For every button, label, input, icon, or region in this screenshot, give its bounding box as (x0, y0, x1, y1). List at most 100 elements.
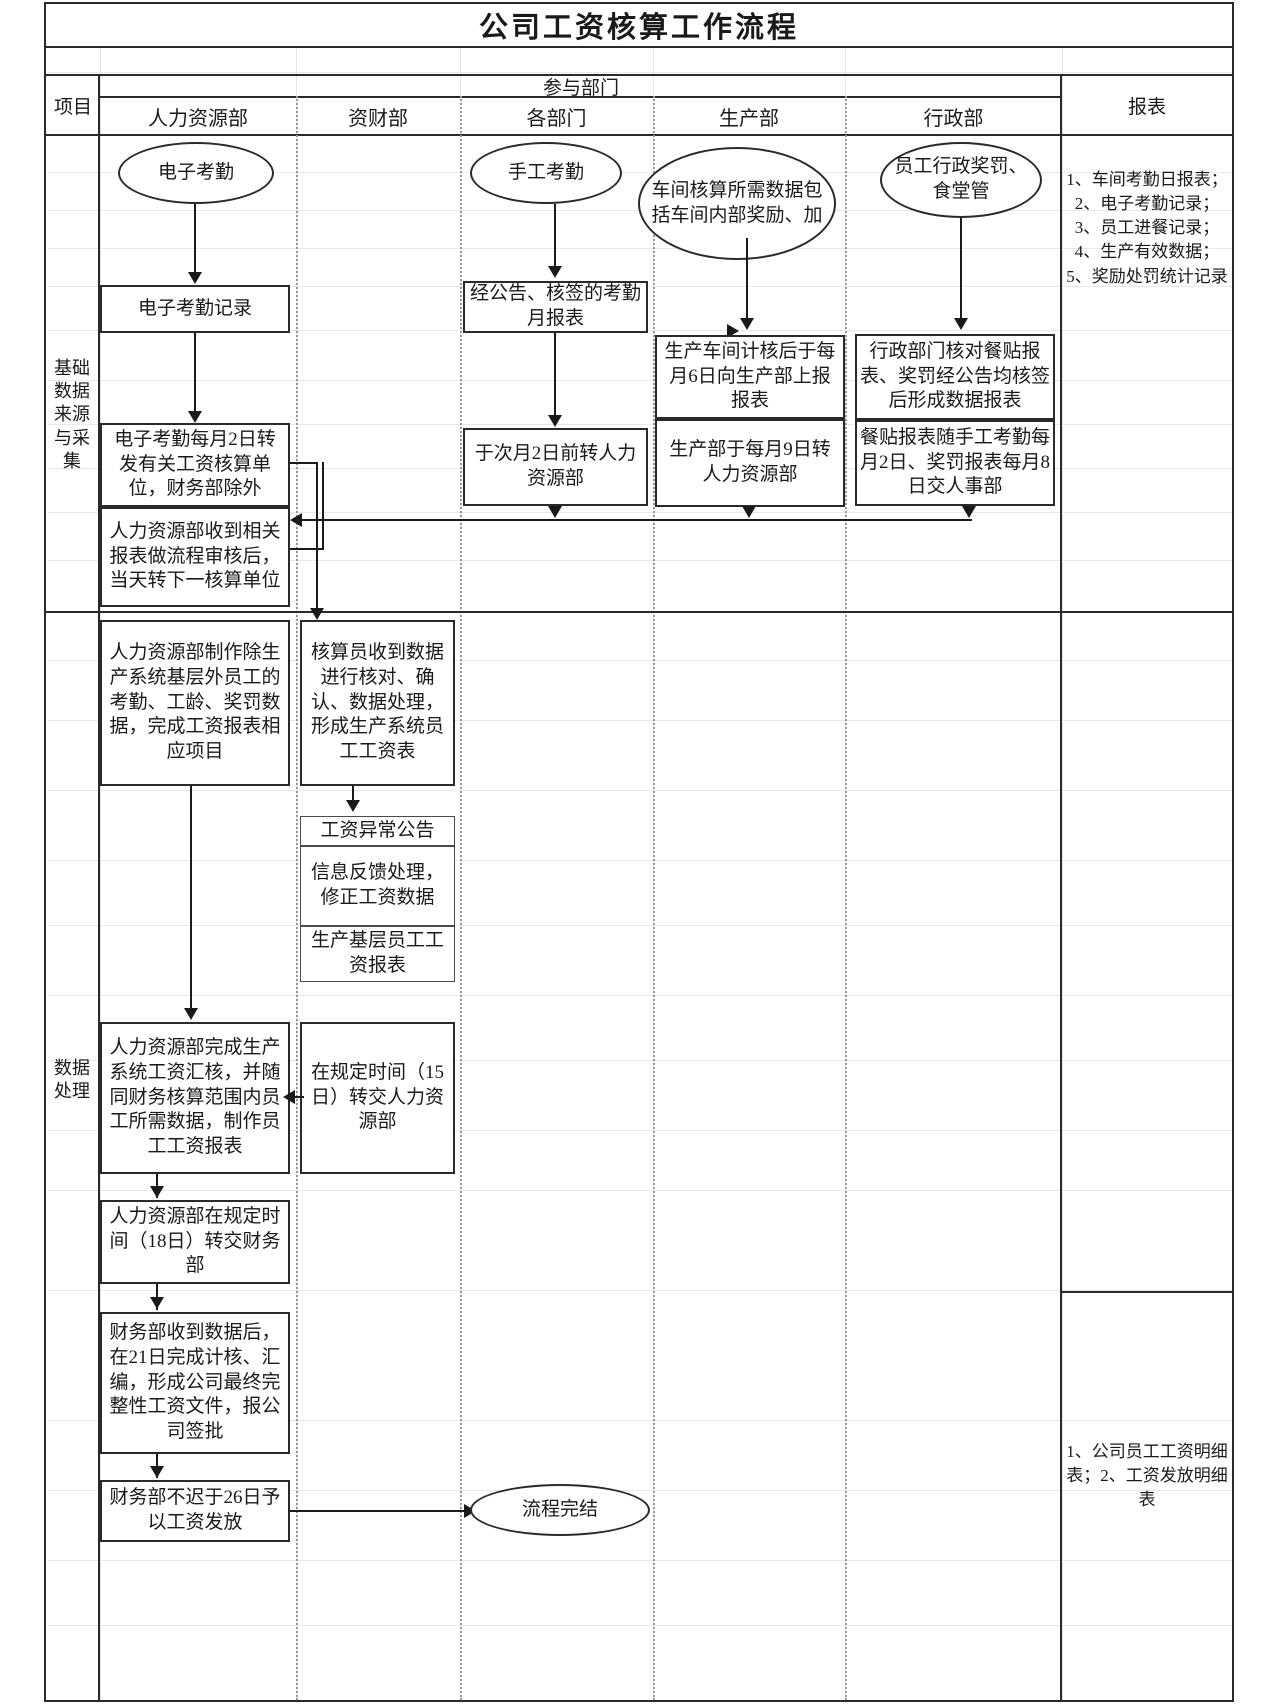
arrow-down-icon (346, 800, 360, 812)
connector-prod-start-to-workshop (746, 238, 748, 324)
dept-header-departments: 各部门 (526, 107, 587, 130)
grid-line (48, 790, 1232, 791)
arrow-down-icon (548, 415, 562, 427)
node-admin-transfer[interactable]: 餐贴报表随手工考勤每月2日、奖罚报表每月8日交人事部 (855, 420, 1055, 506)
stage-label-basic-data: 基础数据来源与采集 (54, 358, 90, 471)
col-sep-prod-admin (845, 96, 847, 1700)
node-dept-month-table[interactable]: 经公告、核签的考勤月报表 (463, 281, 648, 333)
grid-line (48, 512, 1232, 513)
node-prod-start[interactable]: 车间核算所需数据包括车间内部奖励、加 (638, 147, 836, 260)
dept-header-admin: 行政部 (923, 107, 984, 130)
grid-line (48, 172, 1232, 173)
node-finance-compile[interactable]: 财务部收到数据后，在21日完成计核、汇编，形成公司最终完整性工资文件，报公司签批 (100, 1312, 290, 1454)
connector-review-stub-v (322, 462, 324, 550)
dept-header-hr: 人力资源部 (148, 107, 248, 130)
node-hr-summary[interactable]: 人力资源部完成生产系统工资汇核，并随同财务核算范围内员工所需数据，制作员工工资报… (100, 1022, 290, 1174)
connector-admin-start-to-check (960, 218, 962, 318)
node-hr-start[interactable]: 电子考勤 (118, 142, 274, 204)
node-acct-handover[interactable]: 在规定时间（15日）转交人力资源部 (300, 1022, 455, 1174)
grid-line (100, 48, 101, 1700)
arrow-down-icon (548, 506, 562, 518)
connector-acct-to-abnormal (352, 786, 354, 810)
report-basic-data: 1、车间考勤日报表；2、电子考勤记录；3、员工进餐记录；4、生产有效数据；5、奖… (1066, 170, 1228, 286)
arrow-left-icon (283, 1090, 295, 1104)
grid-line (48, 1490, 1232, 1491)
node-admin-start[interactable]: 员工行政奖罚、食堂管 (880, 142, 1042, 218)
node-dept-start[interactable]: 手工考勤 (470, 142, 622, 204)
connector-review-stub (290, 548, 324, 550)
node-salary-abnormal[interactable]: 工资异常公告 (300, 816, 455, 846)
page-title: 公司工资核算工作流程 (46, 4, 1232, 48)
arrow-down-icon (188, 411, 202, 423)
grid-line (48, 995, 1232, 996)
arrow-down-icon (954, 318, 968, 330)
arrow-down-icon (548, 266, 562, 278)
grid-line (48, 560, 1232, 561)
grid-line (48, 248, 1232, 249)
arrow-right-icon (727, 324, 739, 338)
node-finance-pay[interactable]: 财务部不迟于26日予以工资发放 (100, 1480, 290, 1542)
grid-line (48, 860, 1232, 861)
node-prod-transfer[interactable]: 生产部于每月9日转人力资源部 (655, 419, 845, 507)
arrow-down-icon (188, 272, 202, 284)
grid-line (48, 1060, 1232, 1061)
connector-transfer-to-acct-h (290, 462, 318, 464)
node-hr-handover[interactable]: 人力资源部在规定时间（18日）转交财务部 (100, 1200, 290, 1284)
connector-dept-start-to-table (554, 204, 556, 266)
node-acct-process[interactable]: 核算员收到数据进行核对、确认、数据处理，形成生产系统员工工资表 (300, 620, 455, 786)
arrow-down-icon (150, 1466, 164, 1478)
node-hr-review[interactable]: 人力资源部收到相关报表做流程审核后，当天转下一核算单位 (100, 507, 290, 607)
participate-header: 参与部门 (542, 77, 619, 99)
grid-line (48, 660, 1232, 661)
node-admin-check[interactable]: 行政部门核对餐贴报表、奖罚经公告均核签后形成数据报表 (855, 334, 1055, 420)
connector-transfer-to-acct-v (316, 462, 318, 610)
connector-dept-table-to-transfer (554, 333, 556, 415)
grid-line (48, 1130, 1232, 1131)
connector-hr-record-to-transfer (194, 333, 196, 411)
col-sep-hr-finance (296, 96, 298, 1700)
grid-line (48, 720, 1232, 721)
node-hr-record[interactable]: 电子考勤记录 (100, 285, 290, 333)
project-header: 项目 (53, 96, 92, 118)
connector-pay-to-end (290, 1510, 470, 1512)
arrow-left-icon (290, 513, 302, 527)
node-hr-make-table[interactable]: 人力资源部制作除生产系统基层外员工的考勤、工龄、奖罚数据，完成工资报表相应项目 (100, 620, 290, 786)
arrow-down-icon (742, 506, 756, 518)
col-sep-finance-dept (460, 96, 462, 1700)
grid-line (48, 1190, 1232, 1191)
diagram-frame (44, 2, 1234, 1702)
col-sep-dept-prod (653, 96, 655, 1700)
col-sep-project (98, 74, 100, 1700)
header-bottom-rule (46, 134, 1232, 136)
connector-hr-maketable-to-summary (190, 786, 192, 1008)
report-divider (1060, 1291, 1232, 1293)
arrow-down-icon (150, 1186, 164, 1198)
dept-header-production: 生产部 (719, 107, 779, 130)
stage-label-data-processing: 数据处理 (54, 1057, 90, 1101)
grid-line (48, 72, 1232, 73)
node-end[interactable]: 流程完结 (470, 1484, 650, 1536)
node-prod-workshop[interactable]: 生产车间计核后于每月6日向生产部上报报表 (655, 335, 845, 419)
connector-acct-handover-to-hr (292, 1096, 304, 1098)
grid-line (48, 380, 1232, 381)
arrow-down-icon (740, 318, 754, 330)
node-dept-transfer[interactable]: 于次月2日前转人力资源部 (463, 428, 648, 506)
node-feedback-fix[interactable]: 信息反馈处理，修正工资数据 (300, 846, 455, 926)
report-header: 报表 (1127, 96, 1166, 118)
node-hr-transfer[interactable]: 电子考勤每月2日转发有关工资核算单位，财务部除外 (100, 423, 290, 507)
arrow-down-icon (962, 506, 976, 518)
arrow-down-icon (310, 608, 324, 620)
grid-line (48, 925, 1232, 926)
header-top-rule (46, 74, 1232, 76)
connector-hr-start-to-record (194, 204, 196, 272)
grid-line (48, 1290, 1232, 1291)
grid-line (48, 1420, 1232, 1421)
arrow-down-icon (150, 1297, 164, 1309)
dept-header-finance: 资财部 (348, 107, 408, 130)
node-base-salary-table[interactable]: 生产基层员工工资报表 (300, 926, 455, 982)
grid-line (48, 1625, 1232, 1626)
connector-feedback-bus (300, 519, 972, 521)
arrow-down-icon (184, 1008, 198, 1020)
grid-line (48, 424, 1232, 425)
